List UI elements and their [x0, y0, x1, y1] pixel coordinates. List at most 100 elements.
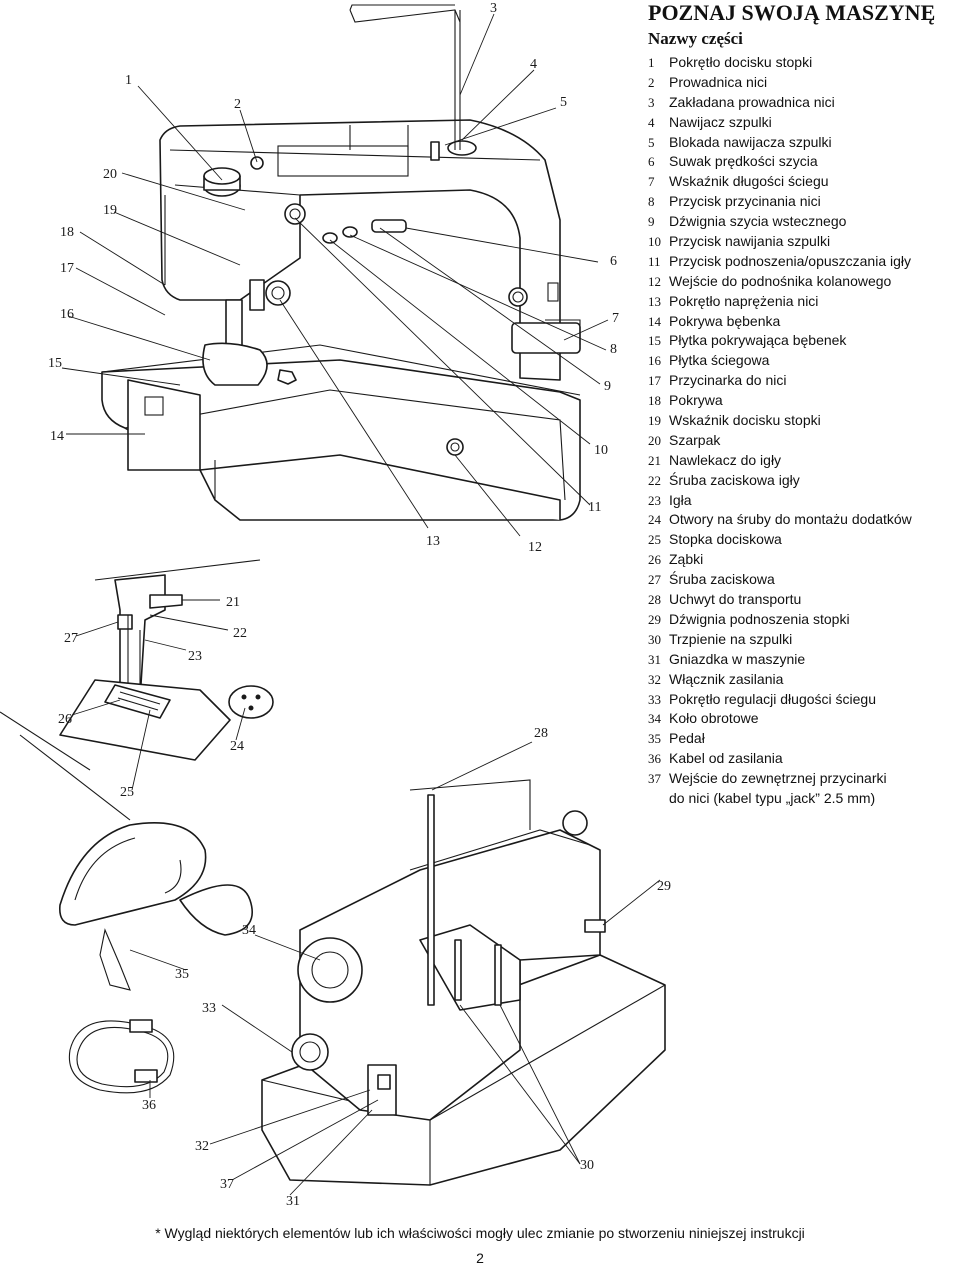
part-label: Blokada nawijacza szpulki — [669, 133, 832, 150]
callout-16: 16 — [60, 307, 74, 322]
part-label: Śruba zaciskowa — [669, 571, 775, 588]
part-number: 26 — [648, 552, 661, 568]
part-label: Otwory na śruby do montażu dodatków — [669, 511, 912, 528]
part-number: 34 — [648, 711, 661, 727]
callout-4: 4 — [530, 57, 537, 72]
accessories-illustration — [58, 822, 253, 1094]
callout-27: 27 — [64, 631, 78, 646]
callout-19: 19 — [103, 203, 117, 218]
callout-labels: 1 2 3 4 5 6 7 8 9 10 11 12 13 14 15 16 1… — [48, 1, 671, 1209]
part-label: Uchwyt do transportu — [669, 591, 802, 608]
part-label: Suwak prędkości szycia — [669, 153, 818, 170]
callout-2: 2 — [234, 97, 241, 112]
part-label: Przycisk przycinania nici — [669, 193, 821, 210]
part-number: 36 — [648, 751, 661, 767]
part-number: 2 — [648, 74, 655, 90]
callout-34: 34 — [242, 923, 256, 938]
part-number: 35 — [648, 731, 661, 747]
part-label: Pokrętło docisku stopki — [669, 54, 813, 70]
part-number: 27 — [648, 572, 661, 588]
front-machine-illustration — [101, 4, 581, 521]
parts-list-item: 26 Ząbki — [648, 550, 960, 570]
parts-list-item: 24 Otwory na śruby do montażu dodatków — [648, 510, 960, 530]
callout-31: 31 — [286, 1194, 300, 1209]
parts-list-item: 31 Gniazdka w maszynie — [648, 650, 960, 670]
part-number: 25 — [648, 532, 661, 548]
part-number: 18 — [648, 393, 661, 409]
part-label: Pokrętło naprężenia nici — [669, 292, 819, 309]
part-number: 8 — [648, 194, 655, 210]
part-number: 37 — [648, 771, 661, 787]
callout-1: 1 — [125, 73, 132, 88]
part-label: Stopka dociskowa — [669, 531, 782, 548]
part-label: Wskaźnik docisku stopki — [669, 412, 821, 429]
part-number: 30 — [648, 631, 661, 647]
part-label: Przycisk podnoszenia/opuszczania igły — [669, 252, 912, 269]
part-number: 33 — [648, 691, 661, 707]
part-number: 31 — [648, 651, 661, 667]
part-number: 14 — [648, 313, 661, 329]
callout-6: 6 — [610, 254, 617, 269]
callout-36: 36 — [142, 1098, 156, 1113]
part-number: 19 — [648, 413, 661, 429]
callout-15: 15 — [48, 356, 62, 371]
callout-32: 32 — [195, 1139, 209, 1154]
part-label: Dźwignia szycia wstecznego — [669, 213, 847, 230]
callout-7: 7 — [612, 311, 619, 326]
part-label: Śruba zaciskowa igły — [669, 471, 800, 488]
part-number: 32 — [648, 671, 661, 687]
parts-list-item: 5 Blokada nawijacza szpulki — [648, 133, 960, 153]
part-number: 6 — [648, 154, 655, 170]
part-number: 9 — [648, 214, 655, 230]
rear-machine-illustration — [261, 779, 666, 1186]
callout-11: 11 — [588, 500, 601, 515]
part-number: 13 — [648, 293, 661, 309]
part-number: 5 — [648, 134, 655, 150]
callout-20: 20 — [103, 167, 117, 182]
part-label: Szarpak — [669, 431, 721, 448]
parts-list-item: 36 Kabel od zasilania — [648, 749, 960, 769]
part-label: Pokrywa — [669, 392, 723, 409]
callout-5: 5 — [560, 95, 567, 110]
leader-lines — [61, 13, 661, 1196]
part-label: Ząbki — [669, 551, 704, 568]
part-label: Gniazdka w maszynie — [669, 650, 806, 667]
part-number: 4 — [648, 114, 655, 130]
parts-list-item: 27 Śruba zaciskowa — [648, 570, 960, 590]
part-label: Płytka ściegowa — [669, 352, 770, 369]
part-number: 28 — [648, 592, 661, 608]
callout-28: 28 — [534, 726, 548, 741]
parts-list-item: 13 Pokrętło naprężenia nici — [648, 292, 960, 312]
part-label: Kabel od zasilania — [669, 750, 783, 767]
part-number: 21 — [648, 452, 661, 468]
parts-list-item: 8 Przycisk przycinania nici — [648, 192, 960, 212]
presser-foot-detail-illustration — [0, 559, 274, 821]
part-number: 24 — [648, 512, 661, 528]
callout-37: 37 — [220, 1177, 234, 1192]
part-number: 15 — [648, 333, 661, 349]
parts-list-item: 18 Pokrywa — [648, 391, 960, 411]
callout-21: 21 — [226, 595, 240, 610]
callout-26: 26 — [58, 712, 72, 727]
parts-list-item: 6 Suwak prędkości szycia — [648, 152, 960, 172]
part-label: Pokrętło regulacji długości ściegu — [669, 690, 876, 707]
callout-22: 22 — [233, 626, 247, 641]
